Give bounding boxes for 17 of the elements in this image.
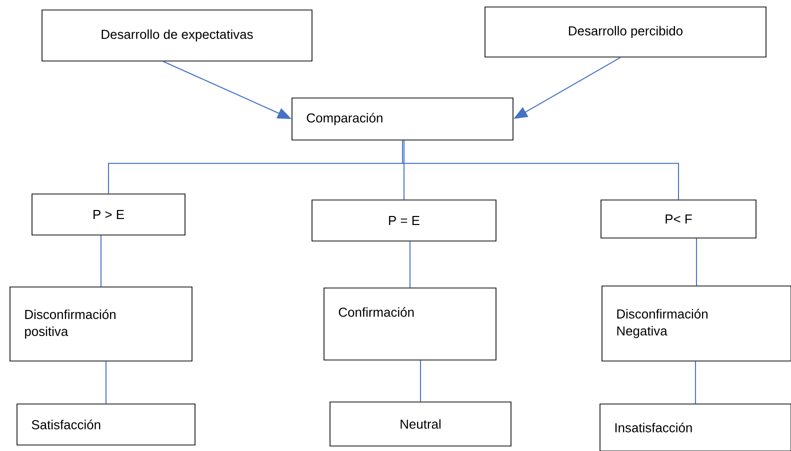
connector-line bbox=[696, 238, 697, 286]
process-box: Disconfirmación positiva bbox=[10, 286, 192, 362]
process-box: Neutral bbox=[330, 402, 512, 446]
connector-line bbox=[100, 234, 102, 288]
process-box: Desarrollo percibido bbox=[484, 6, 766, 58]
process-box: P< F bbox=[600, 200, 756, 238]
process-box: Comparación bbox=[292, 98, 514, 140]
process-box: P = E bbox=[312, 200, 496, 242]
process-box: Satisfacción bbox=[16, 404, 196, 446]
process-box: Desarrollo de expectativas bbox=[42, 10, 312, 62]
process-box: Disconfirmación Negativa bbox=[602, 286, 791, 362]
connector-line bbox=[420, 360, 421, 402]
process-box: Confirmación bbox=[324, 288, 496, 360]
process-box: P > E bbox=[32, 194, 186, 236]
connector-line bbox=[695, 360, 696, 404]
process-box: Insatisfacción bbox=[600, 404, 791, 451]
connector-line bbox=[402, 140, 679, 200]
